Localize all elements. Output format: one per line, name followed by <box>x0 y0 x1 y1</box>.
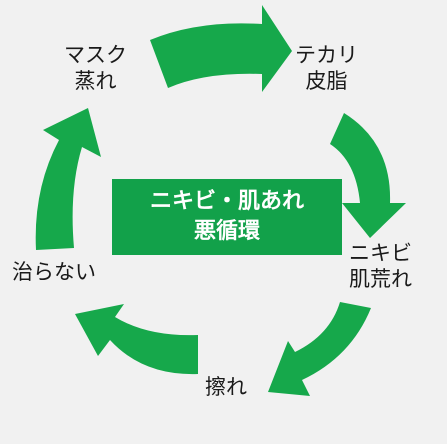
center-title-box: ニキビ・肌あれ 悪循環 <box>112 179 342 255</box>
node-shine-sebum-line2: 皮脂 <box>305 69 348 93</box>
arrow-shine-to-acne <box>330 113 406 238</box>
node-shine-sebum: テカリ 皮脂 <box>295 42 358 94</box>
node-not-healing: 治らない <box>12 259 96 285</box>
node-rubbing-line1: 擦れ <box>205 375 247 399</box>
node-acne-rough-skin-line1: ニキビ <box>349 241 412 265</box>
arrow-noheal-to-mask <box>35 108 102 250</box>
center-title-line1: ニキビ・肌あれ <box>149 189 304 214</box>
node-mask-steam-line2: 蒸れ <box>74 69 117 93</box>
node-not-healing-line1: 治らない <box>12 260 96 284</box>
node-rubbing: 擦れ <box>205 374 247 400</box>
arrow-acne-to-rub <box>268 302 371 396</box>
node-acne-rough-skin: ニキビ 肌荒れ <box>349 240 412 292</box>
arrow-rub-to-noheal <box>75 304 198 375</box>
node-mask-steam-line1: マスク <box>64 43 127 67</box>
node-mask-steam: マスク 蒸れ <box>64 42 127 94</box>
node-shine-sebum-line1: テカリ <box>295 43 358 67</box>
node-acne-rough-skin-line2: 肌荒れ <box>349 267 412 291</box>
center-title-line2: 悪循環 <box>193 219 260 244</box>
arrow-mask-to-shine <box>150 5 292 92</box>
